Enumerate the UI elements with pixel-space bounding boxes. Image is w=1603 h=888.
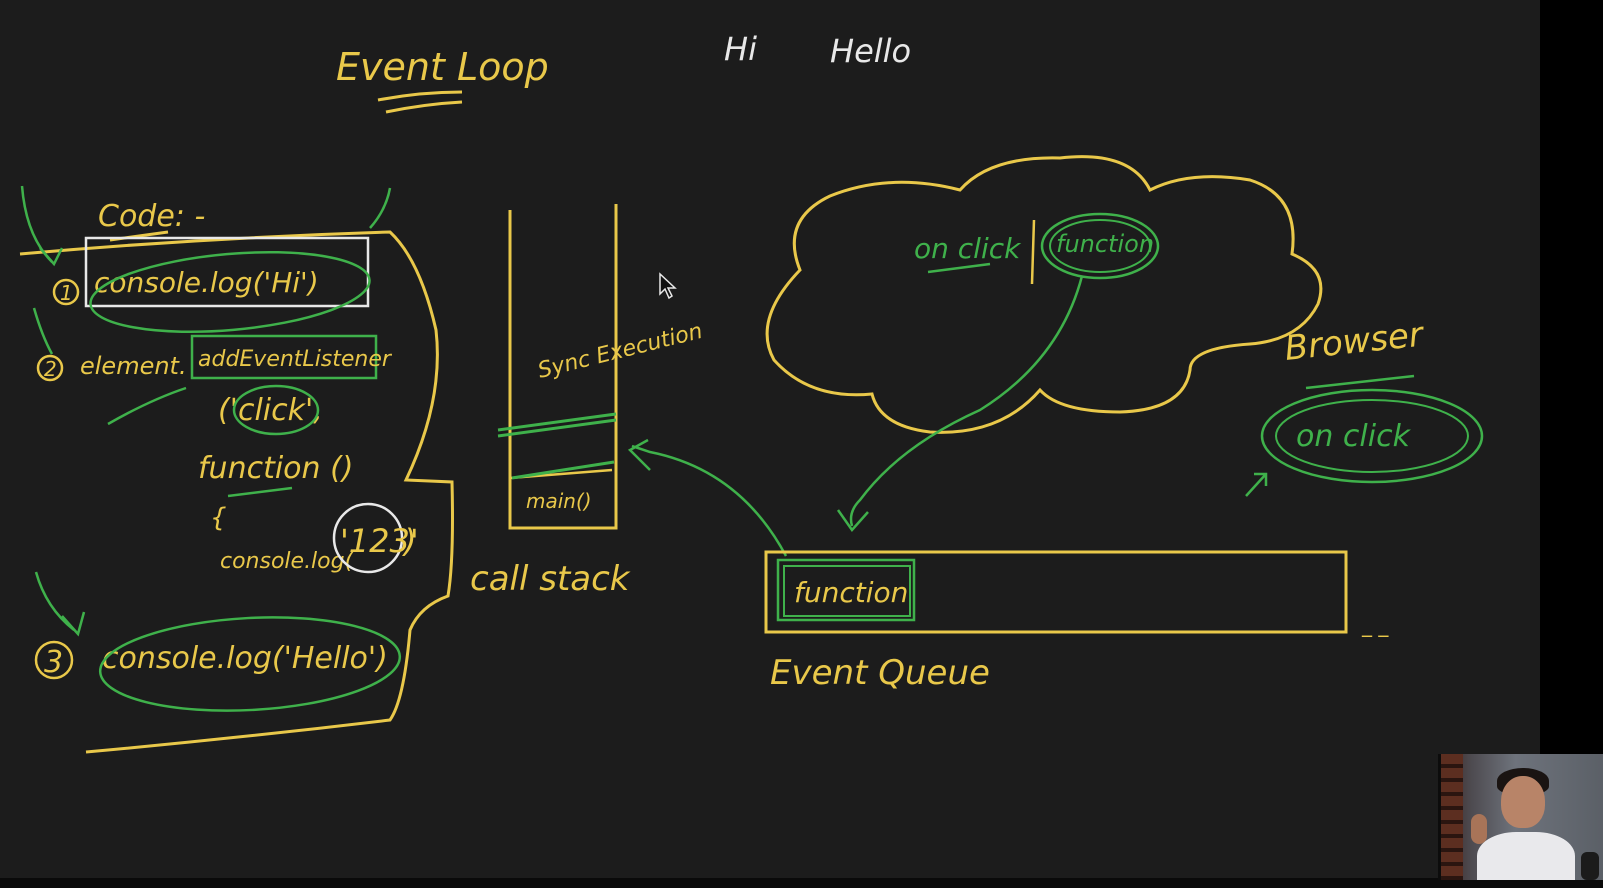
arg-123-circle	[332, 502, 404, 574]
stack-frame-main: main()	[526, 489, 592, 513]
top-word-hello: Hello	[830, 32, 911, 70]
line-1-marker	[52, 278, 80, 306]
event-queue-label: Event Queue	[770, 653, 990, 693]
callback-body: console.log(	[220, 549, 355, 574]
queue-trailing-dashes: _ _	[1361, 613, 1389, 637]
arrowhead-line-3	[61, 611, 86, 637]
arrow-to-line-2	[32, 307, 54, 355]
cloud-function: function	[1056, 230, 1154, 258]
arrow-to-line-3	[34, 571, 75, 631]
arrow-code-top	[369, 187, 392, 229]
callback-underline	[227, 486, 293, 498]
arrow-cloud-to-queue	[849, 275, 1084, 527]
stack-strike-3	[511, 460, 615, 480]
cloud-function-highlight-inner	[1049, 219, 1151, 273]
callback-close: )	[402, 522, 416, 560]
callback-arg: '123'	[340, 522, 419, 560]
line-3-code: console.log('Hello')	[102, 641, 388, 676]
browser-underline	[1305, 374, 1415, 390]
cloud-function-highlight	[1040, 212, 1160, 280]
line-2-number: 2	[44, 357, 57, 381]
queue-item-box-inner	[783, 565, 911, 617]
sync-execution-note: Sync Execution	[535, 319, 705, 384]
call-stack-label: call stack	[470, 559, 631, 599]
queue-item-box-outer	[776, 558, 916, 622]
callback-signature: function ()	[198, 451, 354, 486]
webcam-shelf	[1441, 754, 1463, 880]
line-3-marker	[34, 640, 74, 680]
line-2-marker	[36, 354, 64, 382]
cloud-on-click-underline	[927, 262, 991, 274]
code-heading: Code: -	[98, 199, 205, 234]
line-2-method-box	[190, 334, 378, 380]
bottom-bar	[0, 878, 1603, 888]
arrowhead-line-1	[39, 247, 64, 267]
line-3-highlight	[98, 616, 402, 712]
on-click-oval-inner	[1275, 399, 1469, 473]
event-queue-box	[764, 550, 1348, 634]
queue-item-function: function	[794, 576, 908, 609]
presenter-head	[1501, 776, 1545, 828]
presenter-webcam	[1438, 754, 1603, 880]
line-1-highlight	[89, 250, 371, 334]
whiteboard-canvas	[0, 0, 1540, 878]
presenter-hand	[1471, 814, 1487, 844]
code-block-outline	[19, 230, 454, 754]
mouse-cursor-icon	[659, 272, 677, 300]
top-word-hi: Hi	[724, 30, 757, 68]
stack-strike-1	[497, 412, 617, 432]
title-underline-1	[377, 90, 463, 102]
arrow-to-click	[107, 386, 187, 426]
stack-strike-2	[497, 418, 617, 438]
arrow-queue-to-stack	[631, 444, 788, 557]
line-2-prefix: element.	[80, 352, 187, 380]
presenter-body	[1477, 832, 1575, 880]
arrowhead-to-stack	[627, 438, 651, 471]
title-underline-2	[385, 100, 463, 114]
line-1-code: console.log('Hi')	[94, 266, 319, 299]
click-highlight	[232, 384, 320, 436]
browser-cloud	[765, 155, 1323, 434]
cloud-divider	[1030, 219, 1036, 285]
line-1-box	[84, 236, 370, 308]
call-stack-container	[508, 204, 618, 530]
title-text: Event Loop	[336, 45, 549, 89]
cloud-on-click: on click	[914, 232, 1022, 265]
line-2-event-arg: ('click',	[218, 393, 323, 428]
line-2-method: addEventListener	[198, 347, 393, 372]
arrowhead-to-queue	[836, 509, 869, 533]
browser-on-click: on click	[1296, 419, 1412, 454]
microphone-icon	[1581, 852, 1599, 880]
callback-open-brace: {	[210, 503, 227, 533]
line-3-number: 3	[44, 645, 63, 680]
line-1-number: 1	[60, 281, 73, 305]
on-click-oval-outer	[1260, 388, 1484, 484]
arrow-to-on-click	[1245, 472, 1268, 497]
